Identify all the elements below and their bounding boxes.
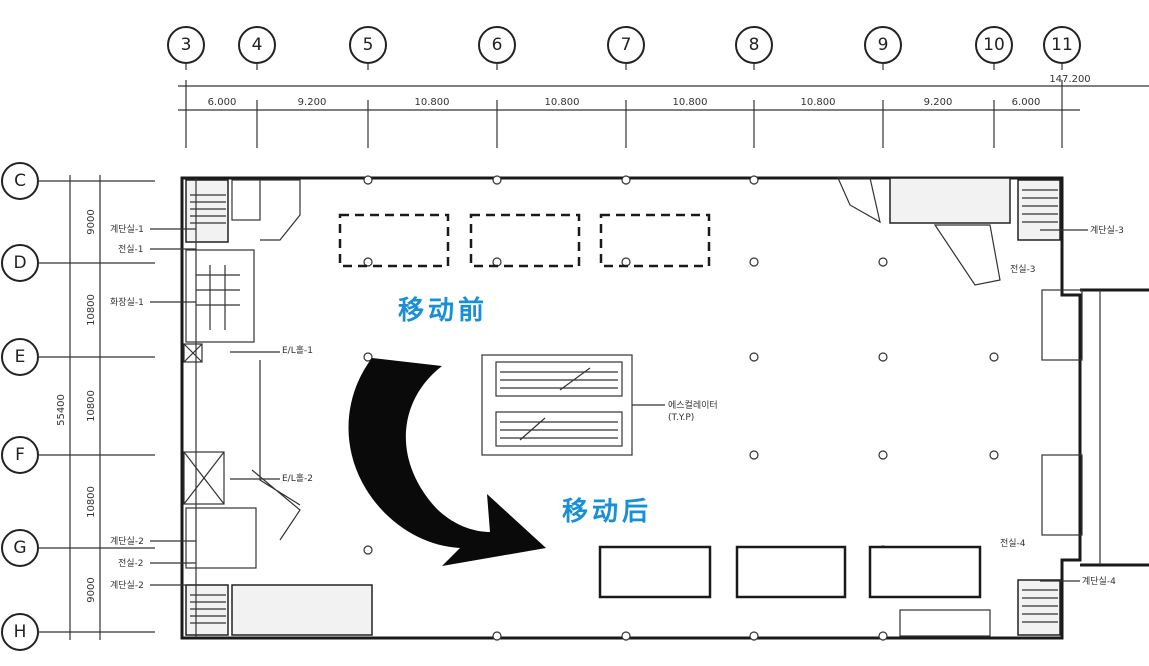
before-callout: 移动前	[398, 295, 488, 326]
svg-text:전실-1: 전실-1	[118, 244, 144, 255]
span-dimension: 10.800	[415, 97, 450, 108]
svg-text:6: 6	[492, 35, 503, 55]
svg-text:5: 5	[363, 35, 374, 55]
elevator-hall-labels: E/L홀-1 E/L홀-2	[230, 344, 313, 541]
svg-text:화장실-1: 화장실-1	[110, 297, 144, 308]
row-span-dimension: 10800	[86, 486, 97, 518]
right-core	[837, 177, 1083, 637]
row-span-dimension: 10800	[86, 294, 97, 326]
svg-text:전실-3: 전실-3	[1010, 264, 1036, 275]
svg-text:H: H	[14, 622, 27, 642]
svg-text:D: D	[13, 253, 26, 273]
escalator-label: 에스컬레이터	[668, 400, 718, 411]
row-grid-bubbles: C D E F G H	[1, 162, 39, 651]
svg-text:F: F	[15, 445, 25, 465]
top-dimension-lines: 147.200 6.000 9.200 10.800 10.800 10.800…	[178, 74, 1149, 148]
after-position-boxes	[598, 545, 982, 599]
escalator-group: 에스컬레이터 (T.Y.P)	[481, 354, 718, 456]
svg-text:계단실-3: 계단실-3	[1090, 224, 1124, 236]
before-position-boxes	[338, 213, 711, 268]
grid-bubble-c: C	[1, 162, 39, 200]
span-dimension: 10.800	[801, 97, 836, 108]
grid-bubble-4: 4	[238, 26, 276, 64]
svg-text:C: C	[14, 171, 26, 191]
grid-bubble-6: 6	[478, 26, 516, 64]
after-box-1	[598, 545, 712, 599]
row-span-dimension: 9000	[86, 209, 97, 234]
grid-bubble-f: F	[1, 436, 39, 474]
grid-bubble-9: 9	[864, 26, 902, 64]
svg-text:계단실-2: 계단실-2	[110, 579, 144, 591]
after-box-2	[735, 545, 847, 599]
top-total-dimension: 147.200	[1049, 74, 1090, 85]
grid-bubble-g: G	[1, 529, 39, 567]
svg-text:계단실-2: 계단실-2	[110, 535, 144, 547]
right-core-labels: 계단실-3 전실-3 전실-4 계단실-4	[1000, 224, 1124, 587]
span-dimension: 6.000	[208, 97, 237, 108]
before-box-1	[338, 213, 450, 268]
left-total-dimension: 55400	[56, 394, 67, 426]
building-outline	[180, 176, 1149, 640]
before-box-2	[469, 213, 581, 268]
svg-text:E: E	[15, 347, 26, 367]
column-grid-ticks	[185, 63, 1063, 70]
grid-bubble-3: 3	[167, 26, 205, 64]
grid-bubble-8: 8	[735, 26, 773, 64]
before-box-3	[599, 213, 711, 268]
svg-text:9: 9	[878, 35, 889, 55]
span-dimension: 9.200	[924, 97, 953, 108]
svg-text:E/L홀-2: E/L홀-2	[282, 472, 313, 484]
span-dimension: 6.000	[1012, 97, 1041, 108]
svg-text:계단실-1: 계단실-1	[110, 223, 144, 235]
span-dimension: 10.800	[673, 97, 708, 108]
svg-text:E/L홀-1: E/L홀-1	[282, 344, 313, 356]
svg-text:7: 7	[621, 35, 632, 55]
svg-text:전실-2: 전실-2	[118, 558, 144, 569]
grid-bubble-e: E	[1, 338, 39, 376]
grid-bubble-7: 7	[607, 26, 645, 64]
grid-bubble-10: 10	[975, 26, 1013, 64]
span-dimension: 9.200	[298, 97, 327, 108]
after-box-3	[868, 545, 982, 599]
svg-text:G: G	[13, 538, 26, 558]
left-dimension-lines: 55400 9000 10800 10800 10800 9000	[38, 175, 155, 640]
grid-bubble-5: 5	[349, 26, 387, 64]
svg-text:4: 4	[252, 35, 263, 55]
after-callout: 移动后	[562, 497, 652, 527]
svg-text:계단실-4: 계단실-4	[1082, 575, 1116, 587]
svg-text:11: 11	[1051, 35, 1073, 55]
svg-text:3: 3	[181, 35, 192, 55]
grid-bubble-d: D	[1, 244, 39, 282]
span-dimension: 10.800	[545, 97, 580, 108]
escalator-label-typ: (T.Y.P)	[668, 413, 694, 423]
svg-text:10: 10	[983, 35, 1005, 55]
left-core-labels: 계단실-1 전실-1 화장실-1 계단실-2 전실-2 계단실-2	[110, 223, 196, 591]
svg-text:8: 8	[749, 35, 760, 55]
grid-bubble-h: H	[1, 613, 39, 651]
row-span-dimension: 9000	[86, 577, 97, 602]
grid-bubble-11: 11	[1043, 26, 1081, 64]
row-span-dimension: 10800	[86, 390, 97, 422]
move-arrow	[348, 358, 546, 566]
svg-text:전실-4: 전실-4	[1000, 538, 1026, 549]
column-grid-bubbles: 3 4 5 6 7 8 9 10 11	[167, 26, 1081, 64]
left-core	[183, 178, 373, 638]
